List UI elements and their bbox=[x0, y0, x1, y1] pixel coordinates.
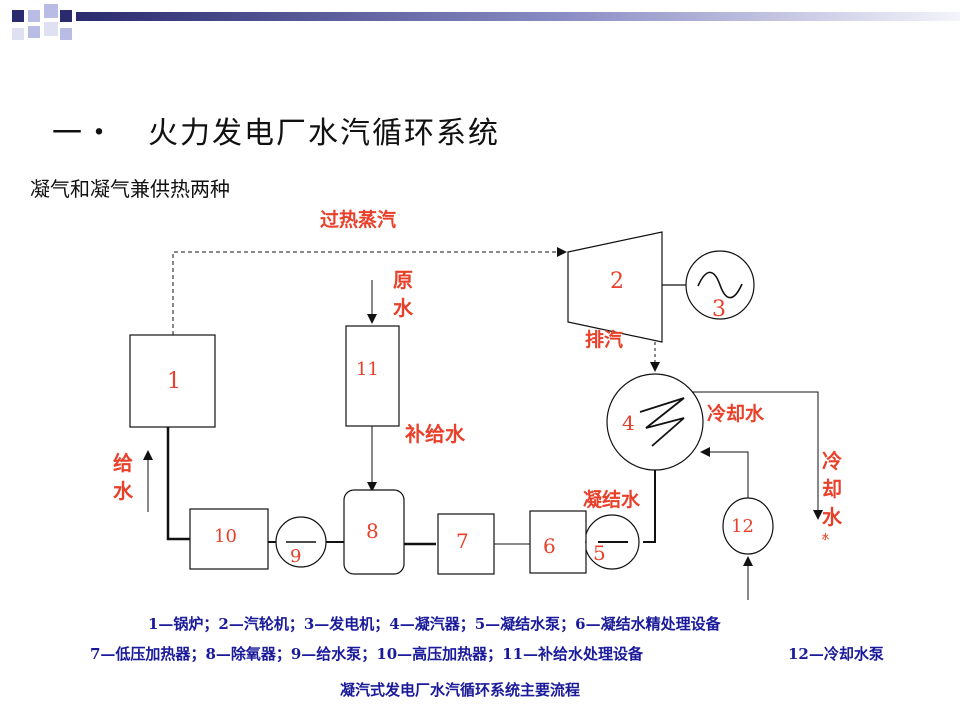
condensate-pump-number: 5 bbox=[593, 541, 606, 565]
cooling-pump-number: 12 bbox=[731, 516, 754, 537]
label-cooling-water-v3: 水 bbox=[822, 505, 843, 529]
deco-square bbox=[28, 26, 40, 38]
makeup-treatment-number: 11 bbox=[356, 359, 379, 380]
page-subtitle: 凝气和凝气兼供热两种 bbox=[30, 177, 230, 201]
header-decoration bbox=[0, 0, 960, 60]
deco-square bbox=[60, 10, 72, 22]
deco-square bbox=[44, 22, 58, 36]
makeup-treatment-box bbox=[345, 325, 400, 427]
deco-square bbox=[60, 28, 72, 40]
deco-square bbox=[44, 4, 58, 18]
turbine-shape bbox=[567, 231, 663, 343]
hp-heater-box bbox=[189, 508, 269, 570]
deco-square bbox=[12, 10, 24, 22]
label-cooling-water-v1: 冷 bbox=[822, 449, 842, 473]
lp-heater-number: 7 bbox=[456, 529, 469, 553]
cooling-pump-to-condenser bbox=[700, 447, 749, 498]
deaerator-box bbox=[343, 489, 405, 575]
legend-line-2: 7—低压加热器；8—除氧器；9—给水泵；10—高压加热器；11—补给水处理设备 bbox=[90, 645, 644, 663]
superheated-steam-line bbox=[172, 247, 567, 335]
hp-heater-number: 10 bbox=[214, 526, 237, 547]
label-raw-water-2: 水 bbox=[393, 296, 414, 320]
legend-line-1: 1—锅炉；2—汽轮机；3—发电机；4—凝汽器；5—凝结水泵；6—凝结水精处理设备 bbox=[148, 615, 722, 633]
condensate-polisher-box bbox=[529, 510, 587, 574]
label-makeup-water: 补给水 bbox=[404, 422, 466, 446]
feed-water-to-boiler-line bbox=[166, 427, 190, 541]
generator-sine-icon bbox=[697, 271, 743, 299]
boiler-box bbox=[129, 334, 216, 428]
cooling-water-out-line bbox=[692, 391, 823, 520]
condensate-polisher-number: 6 bbox=[543, 534, 556, 558]
header-gradient-bar bbox=[76, 12, 960, 21]
turbine-number: 2 bbox=[610, 269, 624, 294]
diagram-caption: 凝汽式发电厂水汽循环系统主要流程 bbox=[340, 681, 580, 699]
label-cooling-water-right: 冷却水 bbox=[707, 402, 765, 425]
deco-square bbox=[28, 10, 40, 22]
deco-square bbox=[12, 28, 24, 40]
label-superheated-steam: 过热蒸汽 bbox=[320, 208, 396, 231]
label-exhaust-steam: 排汽 bbox=[585, 328, 623, 351]
label-condensate: 凝结水 bbox=[583, 488, 641, 511]
condenser-coil-icon bbox=[639, 397, 685, 447]
condensate-line bbox=[643, 470, 656, 543]
boiler-number: 1 bbox=[167, 369, 181, 394]
header-decoration-svg bbox=[12, 4, 960, 40]
legend-line-2-extra: 12—冷却水泵 bbox=[788, 645, 884, 663]
label-cooling-water-small: 水 bbox=[822, 532, 830, 541]
label-feed-water-1: 给 bbox=[113, 451, 133, 475]
label-raw-water-1: 原 bbox=[393, 268, 413, 292]
condenser-number: 4 bbox=[622, 411, 635, 435]
deaerator-number: 8 bbox=[366, 519, 379, 543]
page-title: 一・ 火力发电厂水汽循环系统 bbox=[52, 116, 500, 151]
label-feed-water-2: 水 bbox=[113, 479, 134, 503]
generator-number: 3 bbox=[712, 297, 726, 322]
feed-pump-number: 9 bbox=[290, 546, 301, 567]
lp-heater-box bbox=[437, 513, 495, 575]
label-cooling-water-v2: 却 bbox=[822, 477, 842, 501]
